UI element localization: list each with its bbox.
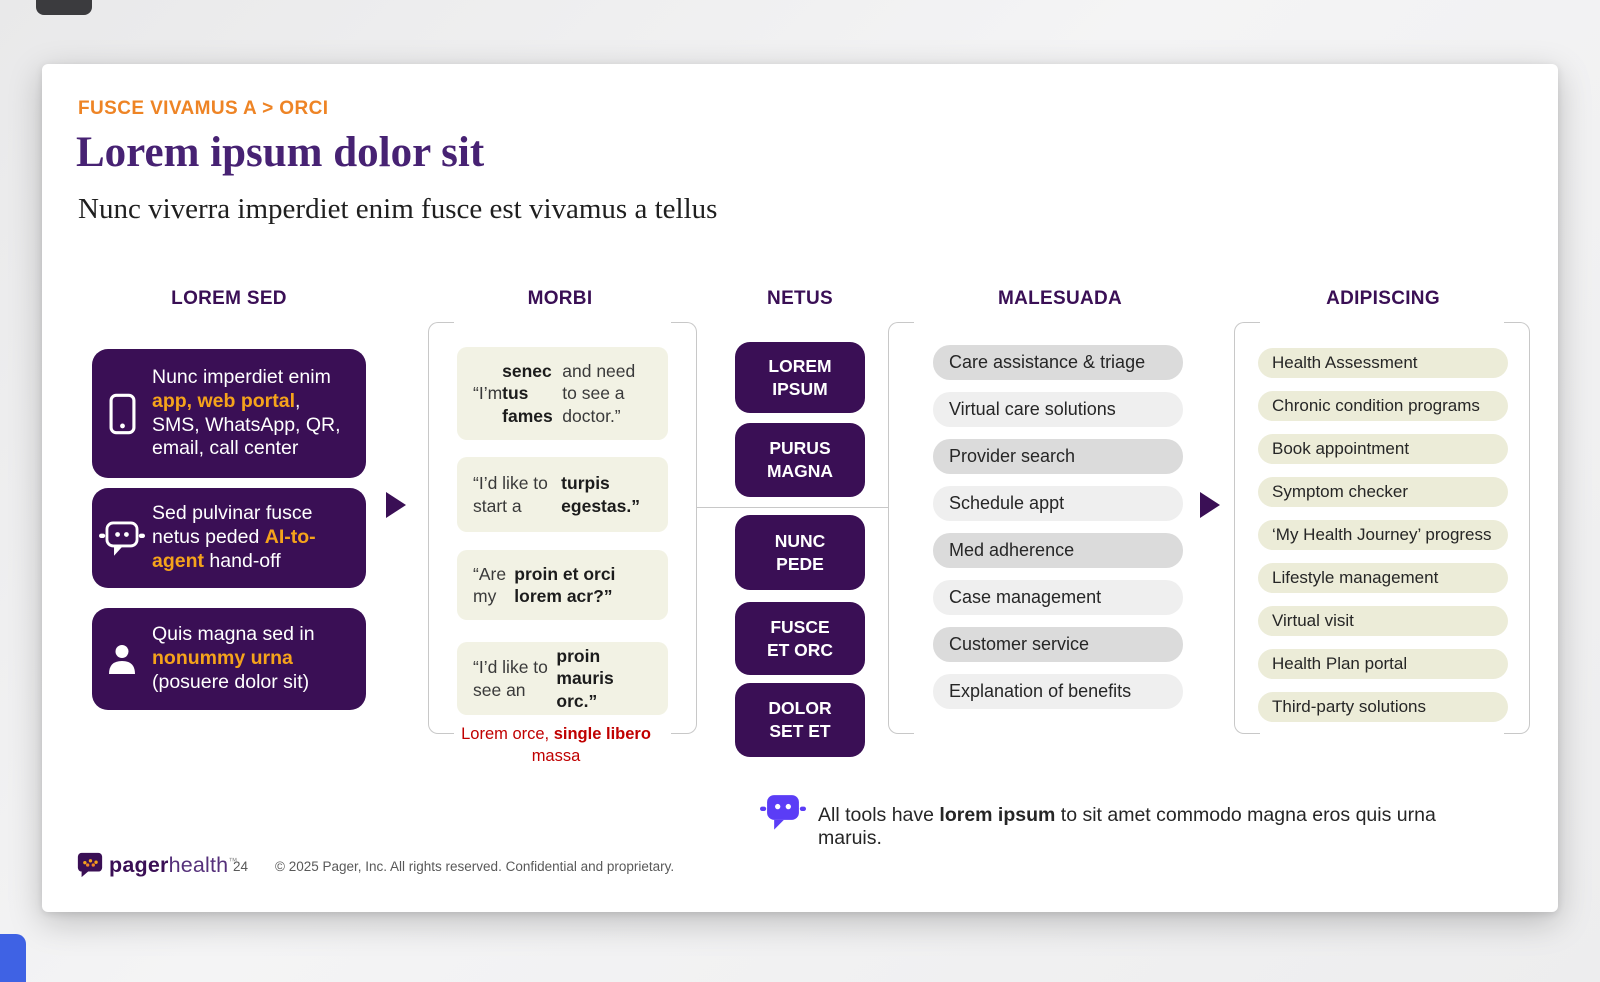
copyright-text: © 2025 Pager, Inc. All rights reserved. … xyxy=(275,859,675,874)
bracket-left xyxy=(888,322,914,734)
bracket-left xyxy=(428,322,454,734)
column-header-services: MALESUADA xyxy=(997,288,1123,309)
tool-pill: Health Assessment xyxy=(1258,348,1508,378)
background-window-fragment-bottom xyxy=(0,934,26,982)
quote-bubble: “I’d like to see an proin mauris orc.” xyxy=(457,642,668,715)
service-pill: Provider search xyxy=(933,439,1183,474)
flow-arrow-right-icon xyxy=(386,492,406,518)
tool-pill: Symptom checker xyxy=(1258,477,1508,507)
column-header-engines: NETUS xyxy=(767,288,833,309)
engine-pill: NUNC PEDE xyxy=(735,515,865,590)
chatbot-icon xyxy=(92,518,152,558)
brand-wordmark: pagerhealth™ xyxy=(109,853,238,878)
smartphone-icon xyxy=(92,393,152,435)
entry-box-text: Quis magna sed in nonummy urna (posuere … xyxy=(152,623,315,693)
bracket-right xyxy=(671,322,697,734)
page-title: Lorem ipsum dolor sit xyxy=(76,129,485,176)
bracket-right xyxy=(1504,322,1530,734)
trademark: ™ xyxy=(228,855,238,866)
background-window-fragment-top xyxy=(36,0,92,15)
column-header-quotes: MORBI xyxy=(527,288,593,309)
tool-pill: Book appointment xyxy=(1258,434,1508,464)
breadcrumb: FUSCE VIVAMUS A > ORCI xyxy=(78,98,329,119)
column-header-tools: ADIPISCING xyxy=(1326,288,1440,309)
page-number: 24 xyxy=(233,859,249,874)
chatbot-icon xyxy=(760,790,806,832)
engine-pill: LOREM IPSUM xyxy=(735,342,865,413)
engine-pill: PURUS MAGNA xyxy=(735,423,865,497)
tool-pill: Lifestyle management xyxy=(1258,563,1508,593)
tool-pill: Chronic condition programs xyxy=(1258,391,1508,421)
entry-channels-box: Nunc imperdiet enim app, web portal, SMS… xyxy=(92,349,366,478)
engine-pill: FUSCE ET ORC xyxy=(735,602,865,675)
connector-line xyxy=(697,507,888,508)
service-pill: Case management xyxy=(933,580,1183,615)
service-pill: Schedule appt xyxy=(933,486,1183,521)
brand-light: health xyxy=(168,853,229,877)
bracket-left xyxy=(1234,322,1260,734)
footnote-text: All tools have lorem ipsum to sit amet c… xyxy=(818,804,1436,849)
entry-box-text: Sed pulvinar fusce netus peded AI-to-age… xyxy=(152,502,316,572)
entry-human-box: Quis magna sed in nonummy urna (posuere … xyxy=(92,608,366,710)
tool-pill: Virtual visit xyxy=(1258,606,1508,636)
service-pill: Customer service xyxy=(933,627,1183,662)
quote-bubble: “I’m senec tus fames and need to see a d… xyxy=(457,347,668,440)
service-pill: Explanation of benefits xyxy=(933,674,1183,709)
entry-ai-handoff-box: Sed pulvinar fusce netus peded AI-to-age… xyxy=(92,488,366,588)
page-subtitle: Nunc viverra imperdiet enim fusce est vi… xyxy=(78,193,718,225)
quotes-caption: Lorem orce, single libero massa xyxy=(461,725,651,765)
engine-pill: DOLOR SET ET xyxy=(735,683,865,757)
brand-bold: pager xyxy=(109,853,169,877)
entry-box-text: Nunc imperdiet enim app, web portal, SMS… xyxy=(152,365,341,460)
quote-bubble: “Are my proin et orci lorem acr?” xyxy=(457,550,668,620)
service-pill: Virtual care solutions xyxy=(933,392,1183,427)
quote-bubble: “I’d like to start a turpis egestas.” xyxy=(457,457,668,532)
column-header-entry: LOREM SED xyxy=(171,288,287,309)
tool-pill: Third-party solutions xyxy=(1258,692,1508,722)
pager-logo-icon xyxy=(76,850,104,880)
tool-pill: ‘My Health Journey’ progress xyxy=(1258,520,1508,550)
tool-pill: Health Plan portal xyxy=(1258,649,1508,679)
person-icon xyxy=(92,641,152,677)
service-pill: Care assistance & triage xyxy=(933,345,1183,380)
flow-arrow-right-icon xyxy=(1200,492,1220,518)
service-pill: Med adherence xyxy=(933,533,1183,568)
